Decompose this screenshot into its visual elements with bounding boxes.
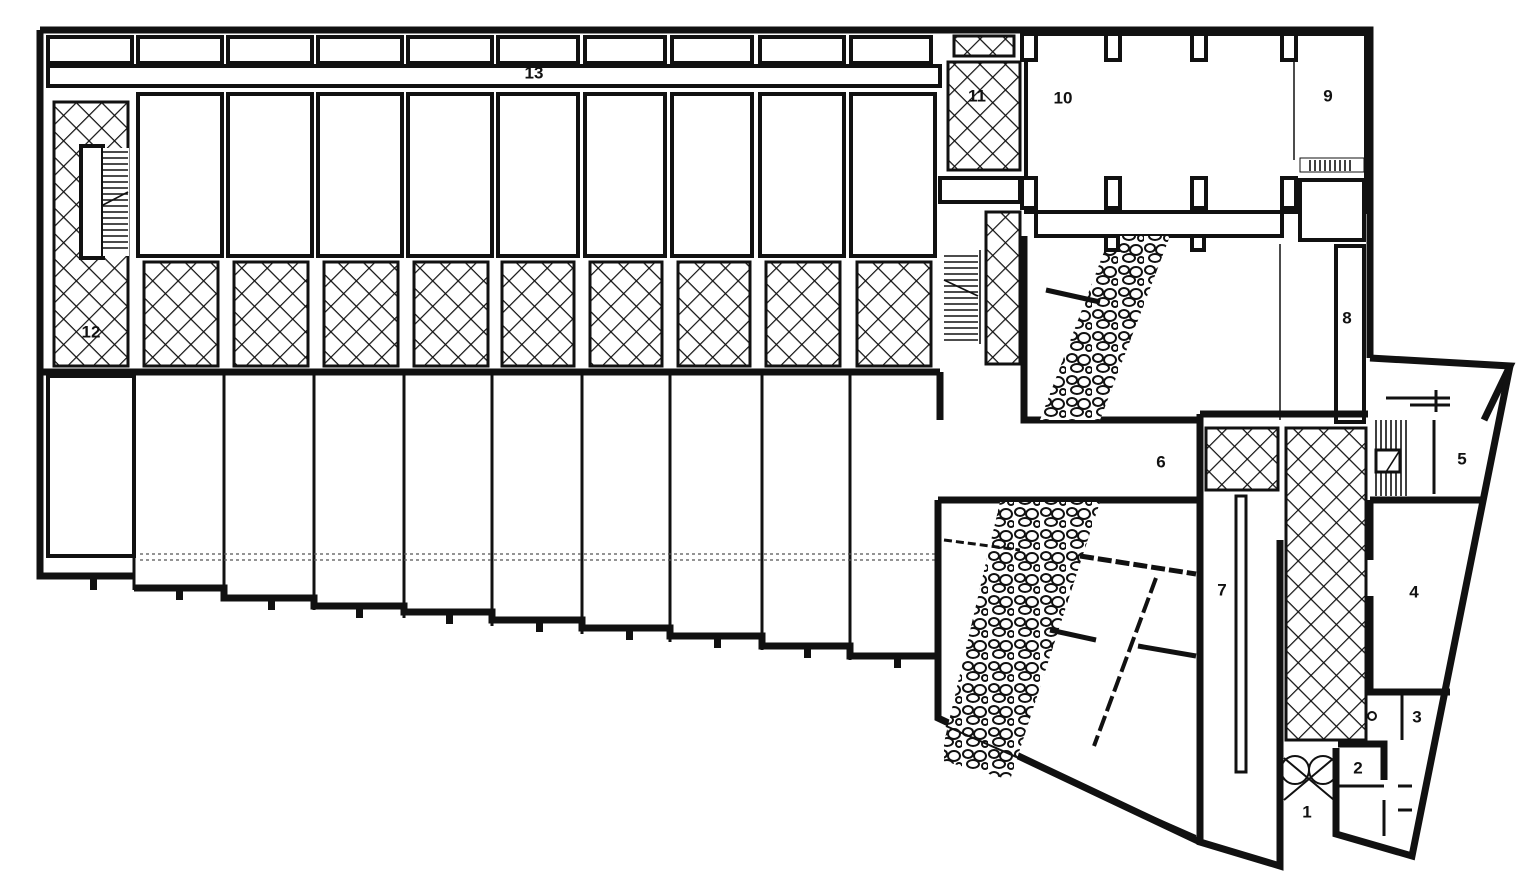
room-label-8: 8 [1342, 308, 1351, 327]
room-label-6: 6 [1156, 452, 1165, 471]
stair-5 [1372, 420, 1408, 496]
west-wing [36, 26, 1374, 668]
room-label-1: 1 [1302, 802, 1311, 821]
room-label-3: 3 [1412, 707, 1421, 726]
lower-bays [46, 372, 944, 668]
top-cell-row [46, 35, 933, 65]
room-12 [52, 100, 130, 368]
room-label-10: 10 [1054, 88, 1073, 107]
stair-9 [1299, 157, 1365, 173]
hall-10 [1020, 32, 1368, 242]
room-label-2: 2 [1353, 758, 1362, 777]
room-label-9: 9 [1323, 86, 1332, 105]
room-11 [938, 34, 1022, 366]
corridor-13 [46, 64, 942, 88]
courtyard-north [1020, 234, 1516, 424]
room-label-11: 11 [968, 86, 986, 105]
room-label-12: 12 [82, 322, 101, 341]
entrance-gate [1280, 755, 1338, 801]
courtyard-south [934, 496, 1202, 846]
room-label-7: 7 [1217, 580, 1226, 599]
room-labels: 1 2 3 4 5 6 7 8 9 10 11 12 13 [82, 63, 1467, 821]
stair-11 [943, 250, 981, 344]
hatched-cell-row [142, 260, 933, 368]
room-label-13: 13 [525, 63, 544, 82]
upper-cell-row [136, 92, 937, 258]
east-wing [1196, 365, 1514, 871]
room-label-5: 5 [1457, 449, 1466, 468]
room-label-4: 4 [1409, 582, 1419, 601]
